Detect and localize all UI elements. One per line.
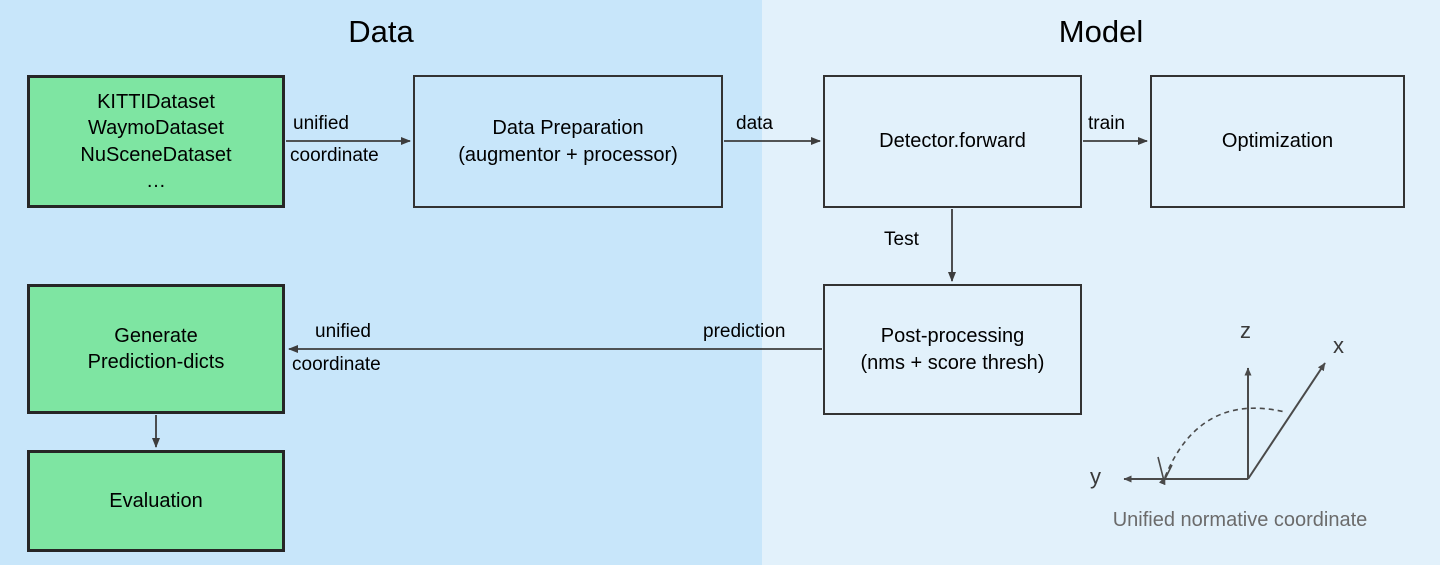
node-optimization-label: Optimization xyxy=(1221,130,1334,153)
edge-label-test: Test xyxy=(884,229,919,250)
node-optimization[interactable]: Optimization xyxy=(1150,75,1405,208)
edge-label-unified-2: unified xyxy=(315,321,371,342)
axis-label-z: z xyxy=(1240,318,1251,343)
node-datasets-line-3: NuSceneDataset xyxy=(80,143,232,166)
section-title-data: Data xyxy=(348,14,414,49)
axis-label-x: x xyxy=(1333,333,1344,358)
node-generate-prediction-dicts-line-2: Prediction-dicts xyxy=(87,351,225,373)
coordinate-axes xyxy=(1123,362,1326,486)
node-datasets[interactable]: KITTIDataset WaymoDataset NuSceneDataset… xyxy=(27,75,285,208)
rotation-arc-head xyxy=(1157,456,1173,484)
rotation-arc xyxy=(1158,407,1286,486)
node-evaluation-label: Evaluation xyxy=(109,489,203,512)
edge-label-unified: unified xyxy=(293,113,349,134)
node-data-preparation-line-1: Data Preparation xyxy=(492,117,644,140)
node-datasets-line-1: KITTIDataset xyxy=(97,90,215,113)
node-data-preparation-line-2: (augmentor + processor) xyxy=(458,143,678,166)
edge-label-prediction: prediction xyxy=(703,321,786,342)
node-generate-prediction-dicts-line-1: Generate xyxy=(114,324,198,347)
edge-label-coordinate: coordinate xyxy=(290,145,379,166)
node-post-processing[interactable]: Post-processing (nms + score thresh) xyxy=(823,284,1082,415)
axis-label-y: y xyxy=(1090,464,1101,489)
section-title-model: Model xyxy=(1058,14,1144,49)
node-data-preparation[interactable]: Data Preparation (augmentor + processor) xyxy=(413,75,723,208)
coordinate-gizmo-caption: Unified normative coordinate xyxy=(1112,509,1368,531)
node-detector-forward[interactable]: Detector.forward xyxy=(823,75,1082,208)
node-post-processing-line-1: Post-processing xyxy=(880,325,1025,348)
panel-model xyxy=(762,0,1440,565)
edge-label-train: train xyxy=(1088,113,1125,134)
node-evaluation[interactable]: Evaluation xyxy=(27,450,285,552)
edge-label-data: data xyxy=(736,113,773,134)
node-post-processing-line-2: (nms + score thresh) xyxy=(860,351,1045,374)
axis-x-arrow xyxy=(1247,362,1326,480)
node-datasets-line-4: … xyxy=(146,169,166,192)
node-generate-prediction-dicts[interactable]: Generate Prediction-dicts xyxy=(27,284,285,414)
edge-label-coordinate-2: coordinate xyxy=(292,354,381,375)
node-datasets-line-2: WaymoDataset xyxy=(88,117,224,140)
node-detector-forward-label: Detector.forward xyxy=(879,130,1026,153)
